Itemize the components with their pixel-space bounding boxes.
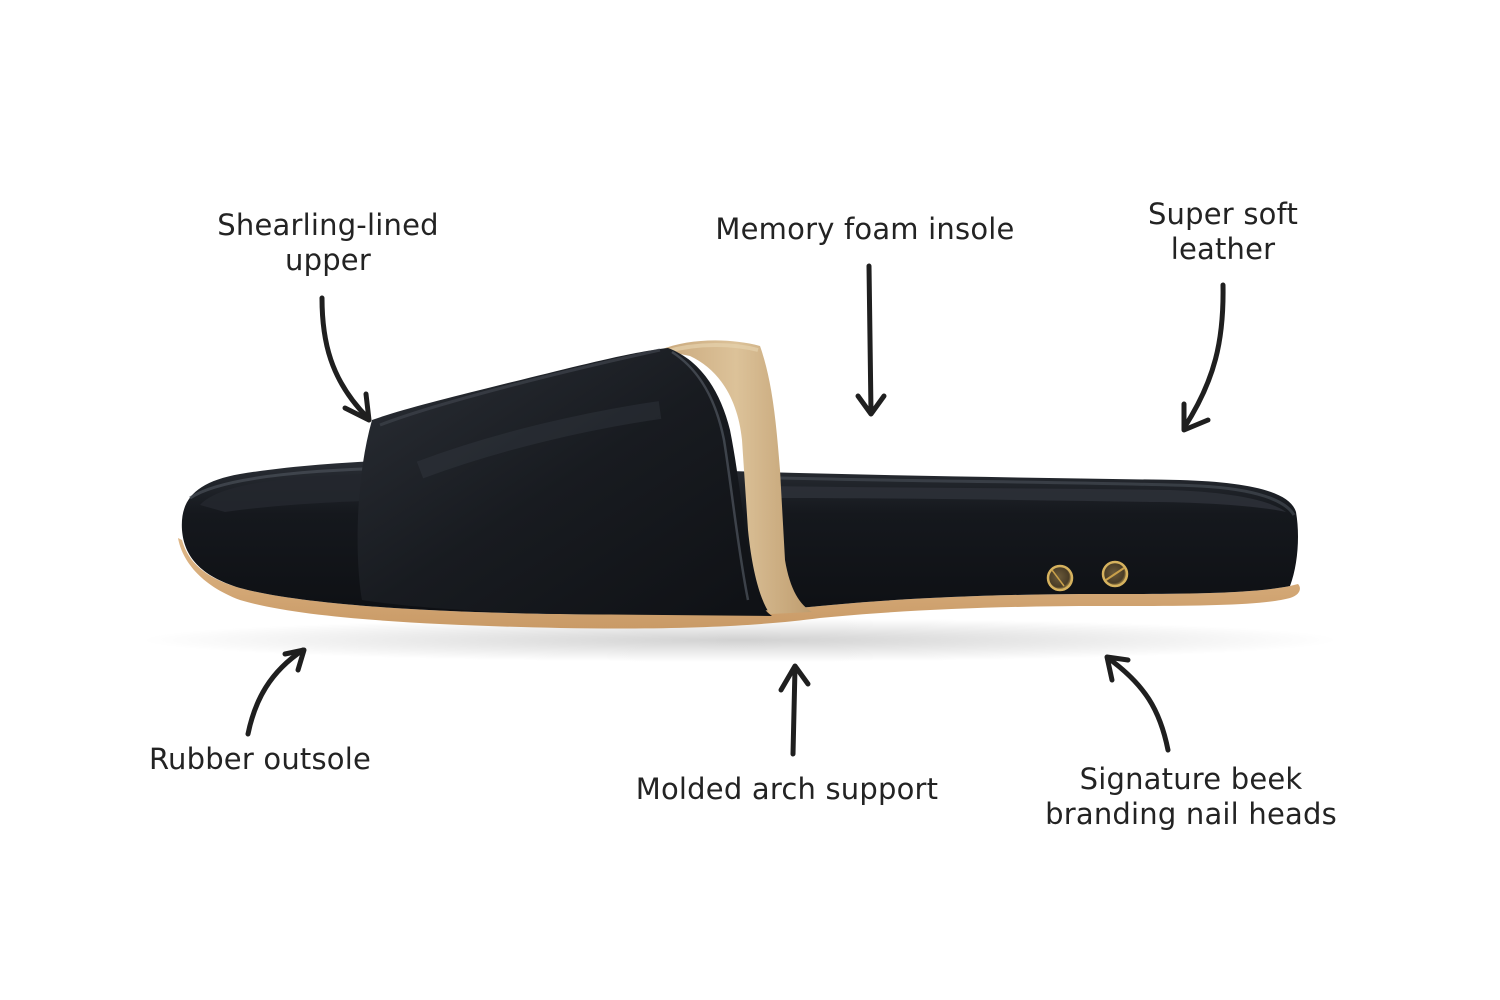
arrow-super-soft-leather <box>1181 282 1226 433</box>
arrow-molded-arch-support <box>778 663 811 757</box>
label-super-soft-leather: Super soft leather <box>1133 197 1313 267</box>
label-line: Super soft <box>1147 197 1299 231</box>
arrow-memory-foam-insole <box>855 263 887 417</box>
arrow-signature-beek-branding-nail-heads <box>1104 654 1171 753</box>
label-line: leather <box>1170 232 1276 266</box>
nail-head-1 <box>1046 564 1074 592</box>
arrow-rubber-outsole <box>245 647 307 737</box>
nail-head-2 <box>1101 560 1129 588</box>
label-signature-beek-branding-nail-heads: Signature beek branding nail heads <box>1035 762 1347 832</box>
rubber-outsole-shape <box>178 538 1300 629</box>
branding-nail-heads <box>1046 560 1129 592</box>
shearling-lining-shape <box>660 340 812 614</box>
ground-shadow <box>140 618 1340 662</box>
label-memory-foam-insole: Memory foam insole <box>705 212 1025 247</box>
label-line: branding nail heads <box>1045 797 1337 831</box>
label-line: Shearling-lined <box>217 208 439 242</box>
label-line: Signature beek <box>1079 762 1303 796</box>
arrow-shearling-lined-upper <box>319 295 372 423</box>
label-line: Molded arch support <box>635 772 939 806</box>
label-rubber-outsole: Rubber outsole <box>138 742 382 777</box>
label-line: Memory foam insole <box>715 212 1015 246</box>
label-line: Rubber outsole <box>148 742 372 776</box>
leather-strap-shape <box>357 348 772 616</box>
label-shearling-lined-upper: Shearling-lined upper <box>208 208 448 278</box>
label-molded-arch-support: Molded arch support <box>625 772 949 807</box>
label-line: upper <box>285 243 371 277</box>
